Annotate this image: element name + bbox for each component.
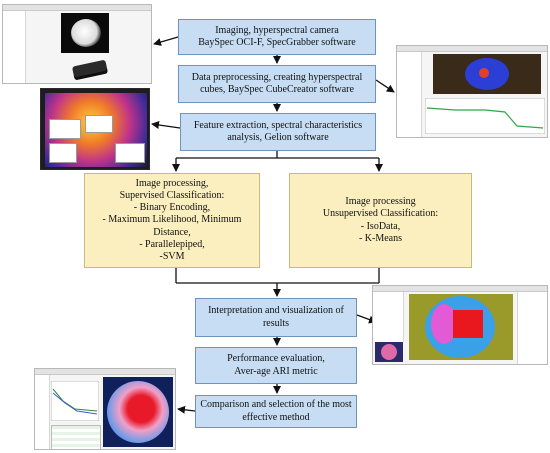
window-titlebar [373, 286, 547, 292]
hyperspectral-camera-icon [71, 59, 109, 81]
window-sidebar [397, 52, 422, 137]
specgrabber-screenshot [2, 4, 152, 84]
step-feature-extraction-label: Feature extraction, spectral characteris… [193, 119, 363, 143]
step-performance-evaluation-label: Performance evaluation, Aver-age ARI met… [227, 353, 325, 377]
step-performance-evaluation: Performance evaluation, Aver-age ARI met… [195, 347, 357, 384]
step-preprocessing-label: Data preprocessing, creating hyperspectr… [191, 71, 363, 95]
window-titlebar [3, 5, 151, 11]
window-titlebar [397, 46, 547, 52]
arrow-to-cubecreator-shot [375, 79, 395, 93]
arrow-to-specgrabber-shot [153, 36, 179, 46]
cubecreator-screenshot [396, 45, 548, 138]
step-feature-extraction: Feature extraction, spectral characteris… [180, 113, 376, 151]
comparison-screenshot [34, 368, 176, 450]
supervised-classification-box: Image processing, Supervised Classificat… [84, 173, 260, 268]
window-sidebar [373, 292, 404, 342]
step-comparison: Comparison and selection of the most eff… [195, 395, 357, 428]
step-interpretation-label: Interpretation and visualization of resu… [208, 305, 344, 329]
step-imaging-label: Imaging, hyperspectral camera BaySpec OC… [198, 24, 356, 48]
layer-list-panel [517, 292, 547, 364]
step-preprocessing: Data preprocessing, creating hyperspectr… [178, 65, 376, 103]
classified-image [409, 294, 513, 360]
unsupervised-classification-label: Image processing Unsupervised Classifica… [322, 196, 439, 244]
step-interpretation: Interpretation and visualization of resu… [195, 298, 357, 337]
arrow-to-gelion-shot [151, 121, 181, 129]
spectrum-chart-4 [115, 143, 145, 163]
supervised-classification-label: Image processing, Supervised Classificat… [102, 177, 242, 262]
window-titlebar [35, 369, 175, 375]
hyperspectral-cube-image [433, 54, 541, 94]
window-sidebar [35, 375, 50, 449]
spectrum-chart-2 [85, 115, 113, 133]
spectrum-chart-3 [49, 143, 77, 163]
step-comparison-label: Comparison and selection of the most eff… [200, 399, 352, 423]
unsupervised-classification-box: Image processing Unsupervised Classifica… [289, 173, 472, 268]
step-imaging: Imaging, hyperspectral camera BaySpec OC… [178, 19, 376, 55]
comparison-plot [51, 381, 99, 421]
gelion-screenshot [40, 88, 150, 170]
comparison-eye-image [103, 377, 173, 447]
camera-preview-image [61, 13, 109, 53]
arrow-to-comparison-shot [177, 405, 196, 414]
eye-photo-inset [375, 342, 403, 362]
spectrum-chart-1 [49, 119, 81, 139]
spectrum-plot [425, 98, 545, 134]
window-sidebar [3, 11, 26, 83]
metrics-table [51, 425, 101, 449]
classification-result-screenshot [372, 285, 548, 365]
